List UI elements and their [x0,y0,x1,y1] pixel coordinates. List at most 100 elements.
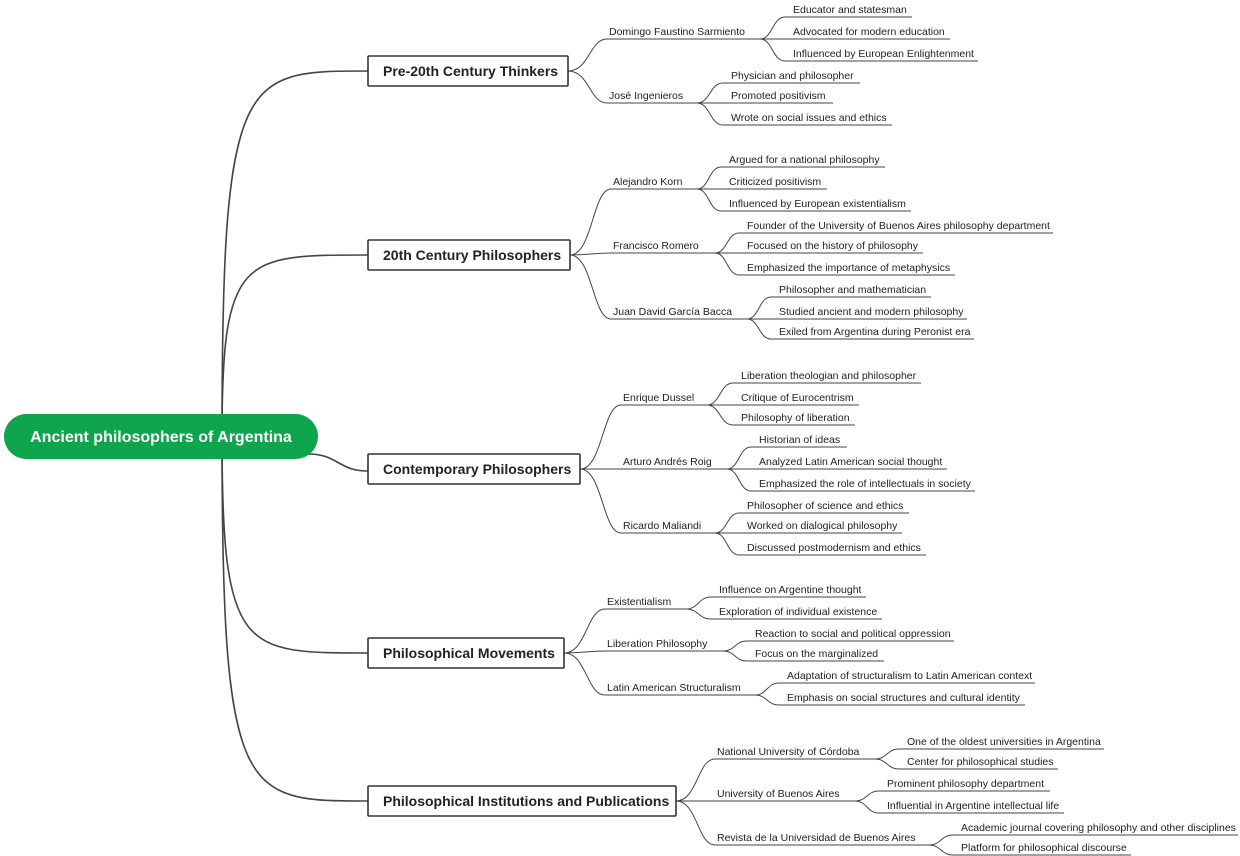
root-label: Ancient philosophers of Argentina [30,429,292,446]
branch-philosophical-movements[interactable]: Philosophical Movements [367,637,565,669]
subtopic-label[interactable]: Studied ancient and modern philosophy [779,306,964,318]
edge-to-subtopic [874,758,900,770]
edge-to-subtopic [746,296,772,320]
branch-box [367,55,569,87]
topic-label: Revista de la Universidad de Buenos Aire… [717,832,915,844]
subtopic-label[interactable]: Reaction to social and political oppress… [755,628,951,640]
subtopic-label[interactable]: Focus on the marginalized [755,648,878,660]
subtopic-label[interactable]: Critique of Eurocentrism [741,392,854,404]
edge-to-subtopic [696,102,724,126]
branch-pre-20th-century-thinkers[interactable]: Pre-20th Century Thinkers [367,55,569,87]
subtopic-label[interactable]: Center for philosophical studies [907,756,1054,768]
topic-jose-ingenieros[interactable]: José Ingenieros [609,90,683,102]
subtopic-label[interactable]: Influence on Argentine thought [719,584,862,596]
branch-20th-century-philosophers[interactable]: 20th Century Philosophers [367,239,571,271]
subtopic-label[interactable]: Adaptation of structuralism to Latin Ame… [787,670,1032,682]
edge-to-subtopic [754,694,780,706]
edge-to-ricardo-maliandi [579,468,622,534]
topic-juan-david-garcia-bacca[interactable]: Juan David García Bacca [613,306,732,318]
edge-to-existentialism [563,608,606,654]
topic-label: Arturo Andrés Roig [623,456,712,468]
edge-to-enrique-dussel [579,404,622,470]
branch-label: Philosophical Institutions and Publicati… [383,793,669,809]
subtopic-label[interactable]: Academic journal covering philosophy and… [961,822,1236,834]
topic-label: National University of Córdoba [717,746,860,758]
branch-label: Philosophical Movements [383,645,555,661]
topic-francisco-romero[interactable]: Francisco Romero [613,240,699,252]
subtopic-label[interactable]: Wrote on social issues and ethics [731,112,887,124]
topic-label: Alejandro Korn [613,176,683,188]
subtopic-label[interactable]: Exiled from Argentina during Peronist er… [779,326,971,338]
subtopic-label[interactable]: Analyzed Latin American social thought [759,456,942,468]
topic-existentialism[interactable]: Existentialism [607,596,671,608]
edge-to-subtopic [714,512,740,534]
edge-to-subtopic [722,650,748,662]
edge-to-subtopic [928,844,954,856]
subtopic-label[interactable]: Influential in Argentine intellectual li… [887,800,1059,812]
edge-root-to-philosophical-movements [221,435,369,654]
edge-to-subtopic [696,82,724,104]
edge-to-subtopic [685,596,712,610]
edge-to-subtopic [714,232,740,254]
subtopic-label[interactable]: Focused on the history of philosophy [747,240,919,252]
topic-liberation-philosophy[interactable]: Liberation Philosophy [607,638,708,650]
edge-to-subtopic [714,252,740,276]
topic-domingo-faustino-sarmiento[interactable]: Domingo Faustino Sarmiento [609,26,745,38]
subtopic-label[interactable]: Influenced by European Enlightenment [793,48,974,60]
subtopic-label[interactable]: Philosopher and mathematician [779,284,926,296]
subtopic-label[interactable]: Educator and statesman [793,4,907,16]
topic-label: Liberation Philosophy [607,638,708,650]
edge-to-subtopic [706,404,734,426]
subtopic-label[interactable]: Emphasized the role of intellectuals in … [759,478,972,490]
edge-to-subtopic [696,166,722,190]
edge-to-subtopic [696,188,722,212]
subtopic-label[interactable]: Physician and philosopher [731,70,854,82]
edge-to-subtopic [726,446,752,470]
topic-national-university-of-cordoba[interactable]: National University of Córdoba [717,746,860,758]
topic-ricardo-maliandi[interactable]: Ricardo Maliandi [623,520,701,532]
branch-philosophical-institutions-and-publications[interactable]: Philosophical Institutions and Publicati… [367,785,677,817]
subtopic-label[interactable]: Criticized positivism [729,176,821,188]
edge-to-subtopic [685,608,712,620]
subtopic-label[interactable]: Discussed postmodernism and ethics [747,542,921,554]
branch-box [367,637,565,669]
topic-alejandro-korn[interactable]: Alejandro Korn [613,176,683,188]
topic-enrique-dussel[interactable]: Enrique Dussel [623,392,694,404]
subtopic-label[interactable]: Philosophy of liberation [741,412,850,424]
topic-revista-de-la-universidad-de-buenos-aires[interactable]: Revista de la Universidad de Buenos Aire… [717,832,915,844]
branch-label: 20th Century Philosophers [383,247,561,263]
subtopic-label[interactable]: One of the oldest universities in Argent… [907,736,1101,748]
subtopic-label[interactable]: Advocated for modern education [793,26,945,38]
subtopic-label[interactable]: Philosopher of science and ethics [747,500,903,512]
subtopic-label[interactable]: Worked on dialogical philosophy [747,520,898,532]
root-node[interactable]: Ancient philosophers of Argentina [4,414,318,459]
subtopic-label[interactable]: Emphasis on social structures and cultur… [787,692,1021,704]
subtopic-label[interactable]: Exploration of individual existence [719,606,877,618]
topic-university-of-buenos-aires[interactable]: University of Buenos Aires [717,788,840,800]
edge-to-national-university-of-cordoba [675,758,716,802]
topic-latin-american-structuralism[interactable]: Latin American Structuralism [607,682,741,694]
branch-box [367,453,581,485]
branch-contemporary-philosophers[interactable]: Contemporary Philosophers [367,453,581,485]
subtopic-label[interactable]: Promoted positivism [731,90,826,102]
topic-arturo-andres-roig[interactable]: Arturo Andrés Roig [623,456,712,468]
subtopic-label[interactable]: Influenced by European existentialism [729,198,906,210]
edge-to-alejandro-korn [569,188,612,256]
topic-label: Francisco Romero [613,240,699,252]
edge-to-subtopic [726,468,752,492]
subtopic-label[interactable]: Founder of the University of Buenos Aire… [747,220,1050,232]
edge-to-subtopic [874,748,900,760]
subtopic-label[interactable]: Argued for a national philosophy [729,154,880,166]
subtopic-label[interactable]: Platform for philosophical discourse [961,842,1127,854]
edge-to-subtopic [854,790,880,802]
edge-to-subtopic [714,532,740,556]
topic-label: Ricardo Maliandi [623,520,701,532]
topic-label: José Ingenieros [609,90,683,102]
branch-label: Contemporary Philosophers [383,461,571,477]
subtopic-label[interactable]: Liberation theologian and philosopher [741,370,917,382]
edge-to-liberation-philosophy [563,650,606,654]
subtopic-label[interactable]: Emphasized the importance of metaphysics [747,262,950,274]
subtopic-label[interactable]: Historian of ideas [759,434,840,446]
subtopic-label[interactable]: Prominent philosophy department [887,778,1044,790]
topic-label: University of Buenos Aires [717,788,840,800]
